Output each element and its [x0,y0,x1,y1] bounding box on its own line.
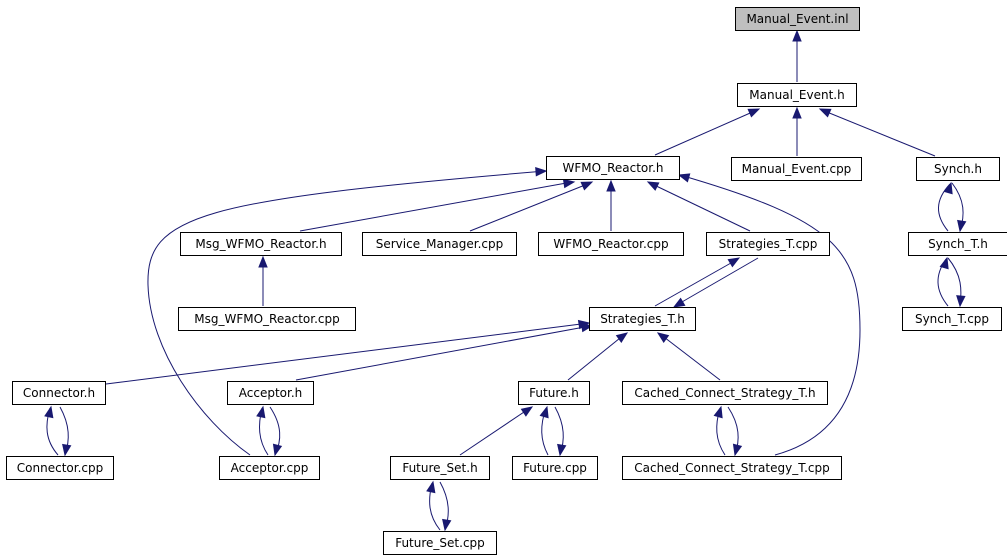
arrowhead-service-manager-to-wfmo-h [580,181,594,191]
arrowhead-synch-t-cpp-to-synch-t-h [939,256,949,270]
arrowhead-strategies-h-to-strategies-cpp [727,257,741,268]
node-wfmo-reactor-cpp[interactable]: WFMO_Reactor.cpp [538,232,684,256]
node-future-h[interactable]: Future.h [518,381,590,405]
edge-strategies-cpp-to-strategies-h [674,257,759,307]
arrowhead-synch-t-h-to-synch-h [943,181,953,195]
node-synch-h[interactable]: Synch.h [916,157,1000,181]
edge-connector-h-to-strategies-h [105,322,590,385]
arrowhead-cached-cpp-to-cached-h [713,405,723,419]
node-future-set-h[interactable]: Future_Set.h [390,456,490,480]
arrowhead-cached-h-to-cached-cpp [732,443,743,457]
arrowhead-strategies-cpp-to-wfmo-h [646,181,660,191]
arrowhead-future-h-to-strategies-h [615,332,629,343]
node-connector-h[interactable]: Connector.h [12,381,106,405]
node-synch-t-cpp[interactable]: Synch_T.cpp [902,307,1002,331]
edge-future-h-to-strategies-h [567,333,626,381]
edge-synch-h-to-manual-event-h [821,109,936,157]
edge-service-manager-to-wfmo-h [469,182,591,232]
node-wfmo-reactor-h[interactable]: WFMO_Reactor.h [546,156,680,180]
edge-cached-cpp-to-wfmo-h [679,174,861,456]
node-acceptor-cpp[interactable]: Acceptor.cpp [219,456,320,480]
arrowhead-msg-wfmo-cpp-to-msg-wfmo-h [258,255,268,268]
node-service-manager-cpp[interactable]: Service_Manager.cpp [362,232,517,256]
arrowhead-synch-t-h-to-synch-t-cpp [956,295,966,308]
arrowhead-future-set-h-to-future-h [520,406,534,417]
node-cached-connect-strategy-t-h[interactable]: Cached_Connect_Strategy_T.h [622,381,828,405]
arrowhead-cached-h-to-strategies-h [656,332,670,343]
arrowhead-future-set-h-to-future-set-cpp [442,518,452,532]
arrowhead-manual-event-cpp-to-manual-event-h [792,106,802,119]
edge-cached-h-to-strategies-h [659,333,721,381]
arrowhead-manual-event-h-to-inl [792,29,802,42]
node-future-set-cpp[interactable]: Future_Set.cpp [383,531,497,555]
node-strategies-t-cpp[interactable]: Strategies_T.cpp [706,232,830,256]
arrowhead-strategies-cpp-to-strategies-h [672,297,686,308]
node-manual-event-inl: Manual_Event.inl [735,7,860,31]
arrowhead-cached-cpp-to-wfmo-h [677,173,691,183]
edge-wfmo-h-to-manual-event-h [654,109,758,156]
arrowhead-acceptor-cpp-to-wfmo-h [535,166,548,177]
arrowhead-connector-cpp-to-connector-h [44,405,54,419]
node-connector-cpp[interactable]: Connector.cpp [6,456,114,480]
arrowhead-future-h-to-future-cpp [557,443,567,457]
edge-acceptor-cpp-to-wfmo-h [147,170,546,456]
node-strategies-t-h[interactable]: Strategies_T.h [589,307,696,331]
node-acceptor-h[interactable]: Acceptor.h [227,381,314,405]
arrowhead-synch-h-to-synch-t-h [957,219,967,233]
edge-strategies-cpp-to-wfmo-h [649,182,751,232]
arrowhead-wfmo-h-to-manual-event-h [747,108,761,118]
node-msg-wfmo-reactor-cpp[interactable]: Msg_WFMO_Reactor.cpp [178,307,356,331]
node-cached-connect-strategy-t-cpp[interactable]: Cached_Connect_Strategy_T.cpp [622,456,842,480]
arrowhead-synch-h-to-manual-event-h [818,108,832,118]
arrowhead-future-cpp-to-future-h [539,405,549,419]
node-manual-event-cpp[interactable]: Manual_Event.cpp [731,157,862,181]
edge-msg-wfmo-h-to-wfmo-h [299,181,573,232]
arrowhead-connector-h-to-connector-cpp [62,443,72,457]
arrowhead-acceptor-h-to-acceptor-cpp [272,443,283,457]
node-manual-event-h[interactable]: Manual_Event.h [737,83,857,107]
edge-future-set-h-to-future-h [459,407,531,456]
arrowhead-acceptor-cpp-to-acceptor-h [256,405,266,419]
edges [44,29,967,532]
node-msg-wfmo-reactor-h[interactable]: Msg_WFMO_Reactor.h [180,232,342,256]
node-future-cpp[interactable]: Future.cpp [512,456,598,480]
edge-strategies-h-to-strategies-cpp [654,258,739,307]
edge-acceptor-h-to-strategies-h [295,325,591,381]
arrowhead-msg-wfmo-h-to-wfmo-h [562,178,576,189]
arrowhead-wfmo-cpp-to-wfmo-h [606,179,616,192]
arrowhead-future-set-cpp-to-future-set-h [426,480,436,494]
node-synch-t-h[interactable]: Synch_T.h [908,232,1007,256]
